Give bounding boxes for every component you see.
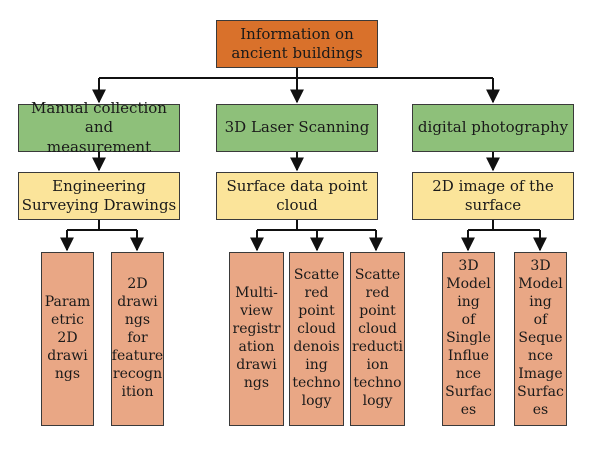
method-manual-collection: Manual collection and measurement: [18, 99, 180, 156]
root-node-label: Information on ancient buildings: [231, 24, 363, 63]
leaf-label: 3D Model ing of Single Influe nce Surfac…: [445, 258, 492, 418]
data-engineering-drawings: Engineering Surveying Drawings: [18, 172, 180, 220]
method-label: 3D Laser Scanning: [224, 118, 370, 137]
leaf-label: 3D Model ing of Seque nce Image Surfac e…: [517, 258, 564, 418]
leaf-label: 2D drawi ngs for feature recogn ition: [111, 276, 164, 400]
leaf-sequence-image-surfaces: 3D Model ing of Seque nce Image Surfac e…: [514, 252, 567, 426]
data-type-label: Surface data point cloud: [226, 176, 368, 215]
leaf-parametric-2d-drawings: Param etric 2D drawi ngs: [41, 252, 94, 426]
data-type-label: Engineering Surveying Drawings: [21, 176, 177, 215]
leaf-2d-drawings-feature-recognition: 2D drawi ngs for feature recogn ition: [111, 252, 164, 426]
leaf-label: Multi- view registr ation drawi ngs: [232, 285, 281, 391]
leaf-point-cloud-reduction: Scatte red point cloud reducti ion techn…: [350, 252, 405, 426]
data-2d-surface-image: 2D image of the surface: [412, 172, 574, 220]
leaf-label: Param etric 2D drawi ngs: [44, 294, 91, 382]
method-digital-photography: digital photography: [412, 104, 574, 152]
leaf-multi-view-registration: Multi- view registr ation drawi ngs: [229, 252, 284, 426]
leaf-label: Scatte red point cloud reducti ion techn…: [352, 267, 403, 409]
leaf-label: Scatte red point cloud denois ing techno…: [292, 267, 341, 409]
method-label: digital photography: [417, 118, 569, 137]
data-type-label: 2D image of the surface: [432, 176, 554, 215]
method-label: Manual collection and measurement: [31, 98, 167, 156]
leaf-point-cloud-denoising: Scatte red point cloud denois ing techno…: [289, 252, 344, 426]
data-surface-point-cloud: Surface data point cloud: [216, 172, 378, 220]
root-node: Information on ancient buildings: [216, 20, 378, 68]
leaf-single-influence-surfaces: 3D Model ing of Single Influe nce Surfac…: [442, 252, 495, 426]
method-laser-scanning: 3D Laser Scanning: [216, 104, 378, 152]
